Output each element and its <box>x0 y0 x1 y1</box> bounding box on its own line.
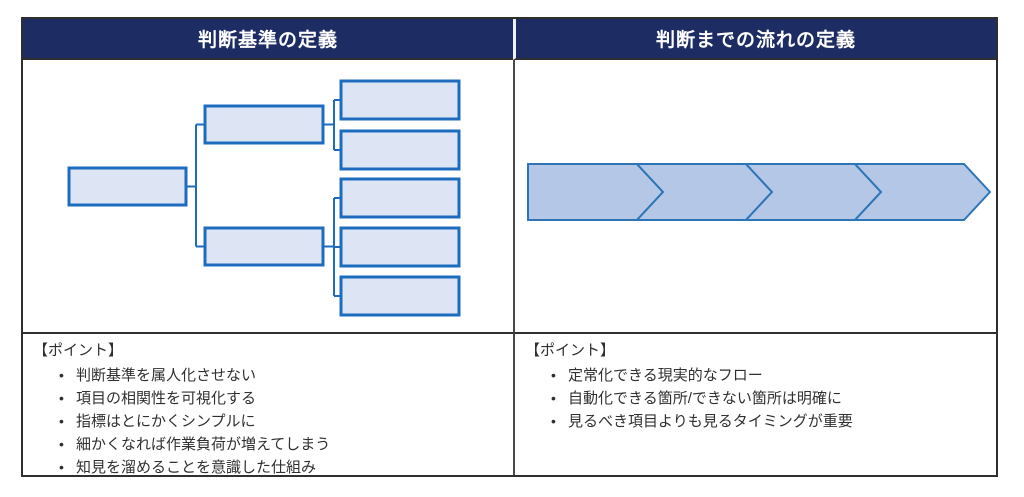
tree-node-leaf <box>339 226 461 268</box>
tree-node-branch <box>203 226 325 267</box>
tree-node-leaf <box>339 129 461 171</box>
point-item: 項目の相関性を可視化する <box>59 387 503 410</box>
point-item: 定常化できる現実的なフロー <box>551 364 986 387</box>
tree-node-leaf <box>339 79 461 121</box>
point-item: 判断基準を属人化させない <box>59 364 503 387</box>
tree-node-branch <box>203 104 325 145</box>
points-title: 【ポイント】 <box>525 342 616 359</box>
tree-node-root <box>67 166 188 207</box>
flow-step <box>527 163 665 221</box>
comparison-table: 判断基準の定義 判断までの流れの定義 <box>21 17 998 479</box>
point-item: 自動化できる箇所/できない箇所は明確に <box>551 387 986 410</box>
point-item: 見るべき項目よりも見るタイミングが重要 <box>551 410 986 433</box>
criteria-points-cell: 【ポイント】 判断基準を属人化させない項目の相関性を可視化する指標はとにかくシン… <box>23 332 513 479</box>
column-header-flow: 判断までの流れの定義 <box>513 19 996 60</box>
point-item: 細かくなれば作業負荷が増えてしまう <box>59 433 503 456</box>
tree-node-leaf <box>339 177 461 219</box>
flow-diagram-cell <box>513 60 996 332</box>
points-list: 判断基準を属人化させない項目の相関性を可視化する指標はとにかくシンプルに細かくな… <box>59 364 503 479</box>
criteria-tree-diagram <box>67 79 461 317</box>
tree-node-leaf <box>339 275 461 317</box>
flow-chevron-diagram <box>527 163 992 221</box>
flow-points-cell: 【ポイント】 定常化できる現実的なフロー自動化できる箇所/できない箇所は明確に見… <box>513 332 996 475</box>
points-list: 定常化できる現実的なフロー自動化できる箇所/できない箇所は明確に見るべき項目より… <box>551 364 986 433</box>
point-item: 指標はとにかくシンプルに <box>59 410 503 433</box>
points-title: 【ポイント】 <box>33 342 124 359</box>
flow-step <box>852 163 992 221</box>
criteria-diagram-cell <box>23 60 513 332</box>
point-item: 知見を溜めることを意識した仕組み <box>59 456 503 479</box>
column-header-criteria: 判断基準の定義 <box>23 19 513 60</box>
